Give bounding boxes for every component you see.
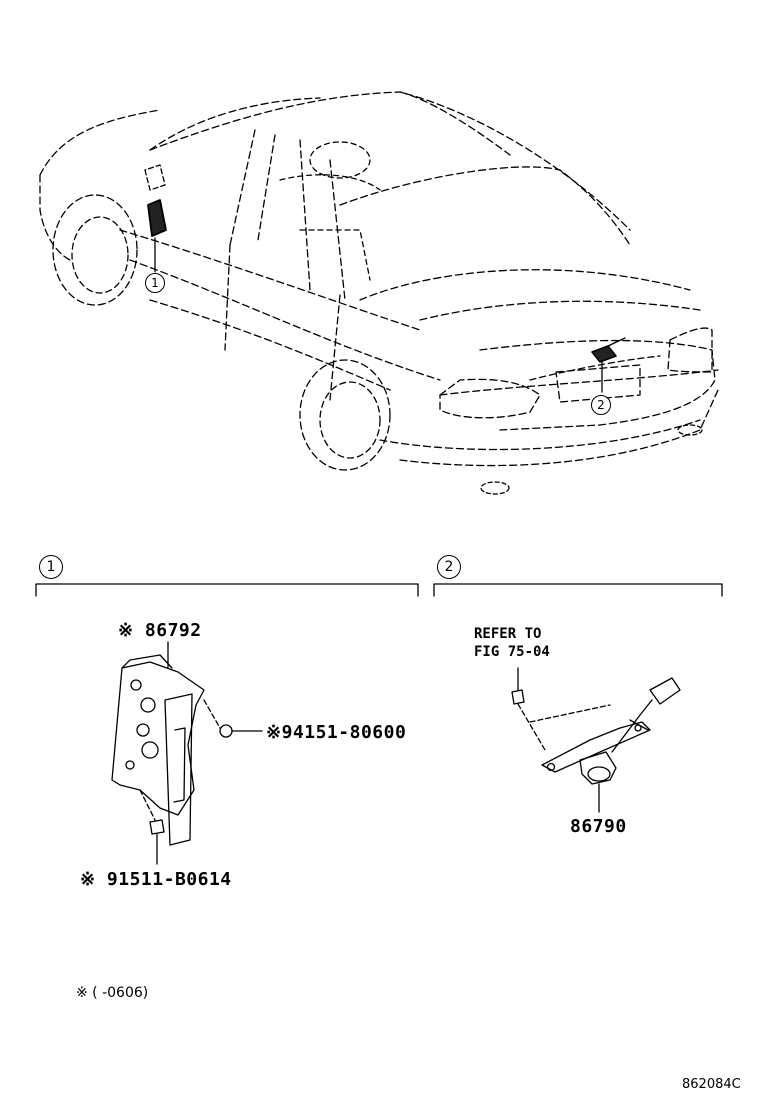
part-number-86790: 86790 xyxy=(570,816,627,837)
callout-one-marker: 1 xyxy=(145,273,165,293)
section-one-marker: 1 xyxy=(39,555,63,579)
part-number-bolt: ※ 91511-B0614 xyxy=(80,869,232,890)
part-number-nut: ※94151-80600 xyxy=(266,722,407,743)
refer-to-label: REFER TO xyxy=(474,626,542,642)
section-one-bracket xyxy=(35,583,419,597)
footnote-note: ※ ( -0606) xyxy=(76,985,149,1001)
section-two-bracket xyxy=(433,583,723,597)
camera-86790-drawing xyxy=(511,667,681,813)
section-two-marker: 2 xyxy=(437,555,461,579)
part-number-86792: ※ 86792 xyxy=(118,620,202,641)
callout-two-marker: 2 xyxy=(591,395,611,415)
diagram-code: 862084C xyxy=(682,1077,741,1092)
car-illustration xyxy=(39,91,719,495)
module-86792-drawing xyxy=(111,641,263,865)
refer-fig-label: FIG 75-04 xyxy=(474,644,550,660)
